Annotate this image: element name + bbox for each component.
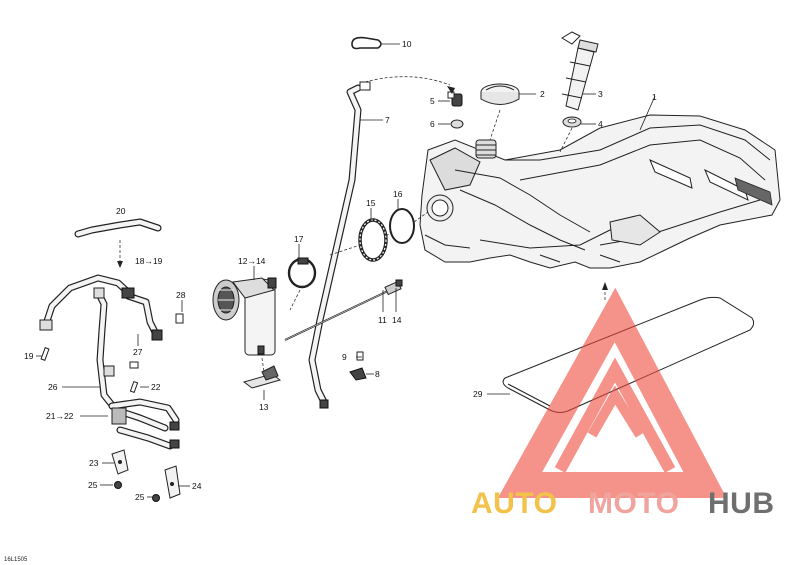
hose-20-arrow (117, 261, 123, 268)
callout-23: 23 (89, 458, 99, 468)
bracket-23 (111, 449, 129, 475)
callout-labels: 1 2 3 4 5 6 7 8 9 10 11 12→14 13 14 15 1… (24, 39, 657, 502)
clamp-17 (287, 257, 317, 289)
fuel-pump-module (212, 277, 277, 356)
leader-lines (36, 43, 656, 498)
fuel-tank (419, 114, 781, 269)
callout-15: 15 (366, 198, 376, 208)
pin-22 (129, 380, 139, 394)
vent-route-dash (364, 76, 451, 86)
diagram-code: 16L1505 (4, 557, 28, 563)
clamp-17-dash (289, 289, 301, 311)
grommet-6 (450, 119, 464, 129)
automotohub-logo (497, 287, 727, 498)
callout-13: 13 (259, 402, 269, 412)
callout-24: 24 (192, 481, 202, 491)
callout-27: 27 (133, 347, 143, 357)
callout-20: 20 (116, 206, 126, 216)
vent-hose (308, 81, 371, 409)
filler-neck (561, 31, 599, 111)
nut-25b (152, 494, 160, 502)
callout-18-19: 18→19 (135, 256, 163, 266)
callout-21-22: 21→22 (46, 411, 74, 421)
screw-9 (356, 351, 364, 361)
callout-19: 19 (24, 351, 34, 361)
pump-axis-dash-c (413, 211, 429, 223)
grommet-4 (562, 116, 582, 128)
nut-25a (114, 481, 122, 489)
callout-7: 7 (385, 115, 390, 125)
callout-1: 1 (652, 92, 657, 102)
callout-28: 28 (176, 290, 186, 300)
filler-cap (480, 83, 520, 105)
fuel-gauge-rod (284, 279, 403, 341)
callout-25b: 25 (135, 492, 145, 502)
callout-11: 11 (378, 315, 387, 325)
gasket-16 (389, 208, 415, 244)
callout-16: 16 (393, 189, 403, 199)
watermark-part3: HUB (708, 487, 775, 520)
callout-26: 26 (48, 382, 58, 392)
vent-valve-5 (447, 91, 463, 107)
callout-22: 22 (151, 382, 161, 392)
watermark-part2: MOTO (588, 487, 679, 520)
callout-8: 8 (375, 369, 380, 379)
pump-axis-dash-b (385, 231, 393, 237)
callout-3: 3 (598, 89, 603, 99)
watermark-part1: AUTO (471, 487, 557, 520)
hose-assembly-26 (39, 274, 180, 450)
dash-leads-tank (489, 109, 573, 153)
watermark-text: AUTO MOTO HUB (471, 487, 775, 520)
hose-20 (74, 218, 162, 238)
callout-4: 4 (598, 119, 603, 129)
callout-29: 29 (473, 389, 483, 399)
pin-19 (40, 347, 50, 361)
callout-2: 2 (540, 89, 545, 99)
pump-bracket-13 (242, 357, 282, 389)
screw-28 (175, 313, 184, 324)
callout-5: 5 (430, 96, 435, 106)
clamp-10 (351, 36, 382, 50)
callout-25a: 25 (88, 480, 98, 490)
fitting-8 (349, 367, 367, 381)
vent-arrowhead (447, 86, 455, 94)
arrow-pad-to-tank (602, 282, 608, 300)
callout-6: 6 (430, 119, 435, 129)
callout-9: 9 (342, 352, 347, 362)
callout-12-14: 12→14 (238, 256, 266, 266)
callout-14: 14 (392, 315, 402, 325)
bracket-24 (164, 465, 181, 499)
callout-17: 17 (294, 234, 304, 244)
callout-10: 10 (402, 39, 412, 49)
pump-axis-dash-a (329, 244, 361, 256)
lock-ring-15 (358, 218, 388, 262)
